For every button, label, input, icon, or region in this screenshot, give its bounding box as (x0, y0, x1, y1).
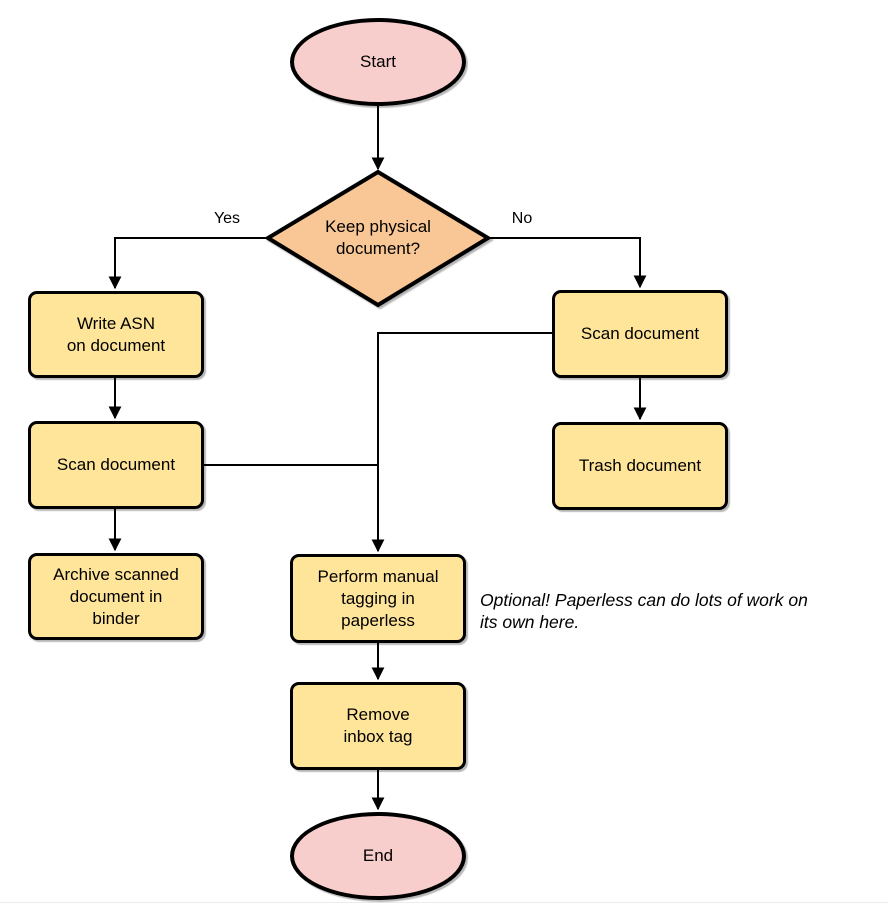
edge-label-yes: Yes (213, 210, 241, 227)
write-asn-node: Write ASN on document (28, 291, 204, 378)
write-asn-node-label: Write ASN on document (66, 313, 166, 355)
scan-document-left-node-label: Scan document (56, 455, 176, 474)
edge-decision-yes-to-write-asn (108, 237, 268, 290)
scan-document-right-node-label: Scan document (580, 324, 700, 343)
end-node: End (290, 812, 466, 900)
trash-document-node-label: Trash document (578, 456, 702, 475)
optional-annotation: Optional! Paperless can do lots of work … (480, 590, 808, 632)
remove-inbox-tag-node: Remove inbox tag (290, 682, 466, 770)
scan-document-left-node: Scan document (28, 421, 204, 509)
remove-inbox-tag-node-label: Remove inbox tag (343, 705, 413, 746)
archive-node-label: Archive scanned document in binder (53, 564, 179, 628)
archive-node: Archive scanned document in binder (28, 553, 204, 640)
start-node-label: Start (360, 52, 396, 71)
perform-tagging-node-label: Perform manual tagging in paperless (317, 566, 439, 630)
perform-tagging-node: Perform manual tagging in paperless (290, 554, 466, 643)
bottom-divider (0, 902, 888, 903)
decision-node-label: Keep physical document? (325, 217, 431, 258)
trash-document-node: Trash document (552, 422, 728, 510)
edge-label-no: No (511, 210, 533, 227)
end-node-label: End (362, 846, 394, 865)
edge-decision-no-to-scan-right (488, 237, 647, 289)
edge-scan-right-to-perform-tagging (371, 332, 553, 553)
scan-document-right-node: Scan document (552, 290, 728, 378)
decision-diamond-shape (264, 169, 492, 308)
start-node: Start (290, 18, 466, 106)
